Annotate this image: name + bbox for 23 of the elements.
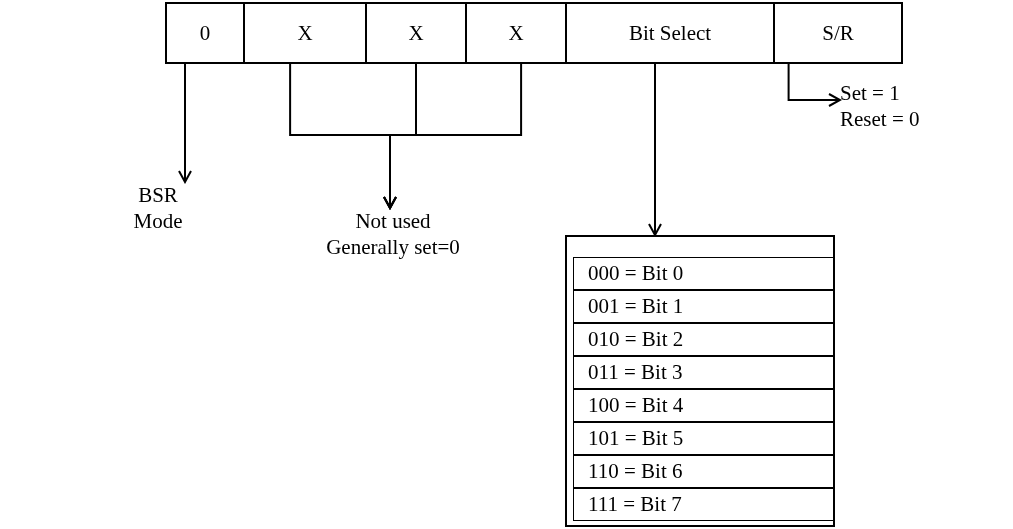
note-label: Not used Generally set=0 xyxy=(325,208,461,261)
register-bit-cell: S/R xyxy=(773,2,903,64)
arrow xyxy=(178,63,192,183)
table-row: 101 = Bit 5 xyxy=(573,422,835,455)
register-bit-cell: X xyxy=(243,2,367,64)
table-row: 010 = Bit 2 xyxy=(573,323,835,356)
table-row: 011 = Bit 3 xyxy=(573,356,835,389)
table-row: 000 = Bit 0 xyxy=(573,257,835,290)
bit-select-table xyxy=(565,235,835,527)
table-row: 001 = Bit 1 xyxy=(573,290,835,323)
arrow xyxy=(648,63,662,236)
register-field-cell: Bit Select xyxy=(565,2,775,64)
arrow xyxy=(383,63,523,209)
table-row: 111 = Bit 7 xyxy=(573,488,835,521)
mode-label: BSR Mode xyxy=(132,182,184,235)
register-bit-cell: X xyxy=(365,2,467,64)
register-bit-cell: 0 xyxy=(165,2,245,64)
value-label: Set = 1 xyxy=(840,80,901,107)
arrow xyxy=(787,63,841,107)
register-bit-cell: X xyxy=(465,2,567,64)
table-row: 110 = Bit 6 xyxy=(573,455,835,488)
table-row: 100 = Bit 4 xyxy=(573,389,835,422)
value-label: Reset = 0 xyxy=(840,106,921,133)
